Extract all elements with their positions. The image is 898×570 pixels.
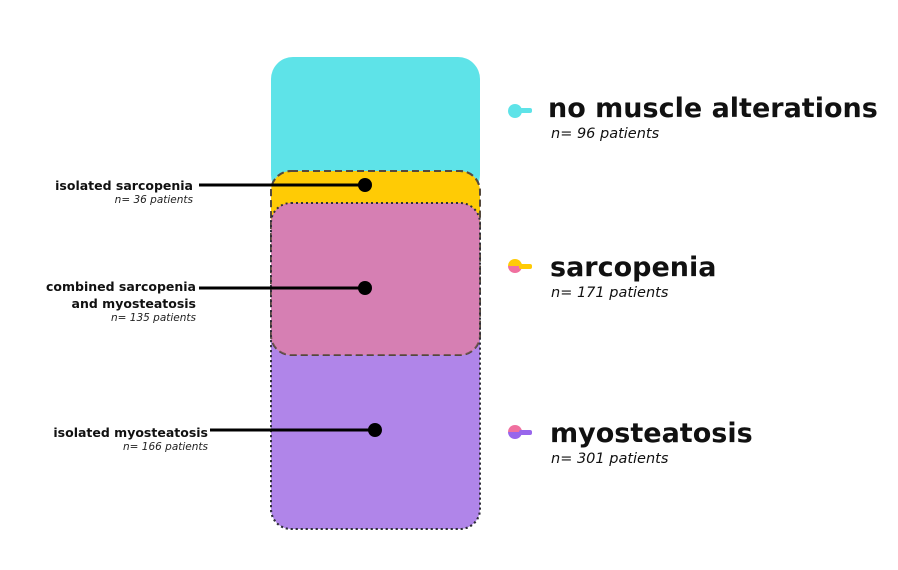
- legend-count: n= 96 patients: [551, 126, 660, 142]
- legend-title: sarcopenia: [550, 252, 717, 283]
- legend-no-muscle-alterations: no muscle alterations n= 96 patients: [548, 94, 878, 144]
- legend-title: no muscle alterations: [548, 93, 878, 124]
- myosteatosis-border: [270, 202, 481, 530]
- legend-count: n= 301 patients: [551, 451, 669, 467]
- dot-isolated-myosteatosis: [368, 423, 382, 437]
- dot-isolated-sarcopenia: [358, 178, 372, 192]
- pink-purple-pin-icon: [508, 425, 532, 439]
- dot-combined: [358, 281, 372, 295]
- label-isolated-sarcopenia: isolated sarcopenia n= 36 patients: [55, 177, 193, 207]
- no-muscle-alterations-region: [271, 57, 480, 197]
- yellow-pink-pin-icon: [508, 259, 532, 273]
- cyan-pin-icon: [508, 104, 532, 118]
- label-count: n= 36 patients: [114, 194, 193, 206]
- label-combined: combined sarcopenia and myosteatosis n= …: [46, 278, 196, 325]
- label-title: isolated myosteatosis: [53, 425, 208, 440]
- label-title: combined sarcopenia and myosteatosis: [45, 279, 196, 311]
- legend-count: n= 171 patients: [551, 285, 669, 301]
- label-title: isolated sarcopenia: [55, 178, 193, 193]
- combined-sarcopenia-myosteatosis-region: [271, 203, 480, 355]
- label-isolated-myosteatosis: isolated myosteatosis n= 166 patients: [53, 424, 208, 454]
- label-count: n= 166 patients: [122, 441, 208, 453]
- legend-sarcopenia: sarcopenia n= 171 patients: [550, 253, 717, 303]
- legend-title: myosteatosis: [550, 418, 753, 449]
- legend-myosteatosis: myosteatosis n= 301 patients: [550, 419, 753, 469]
- label-count: n= 135 patients: [110, 312, 196, 324]
